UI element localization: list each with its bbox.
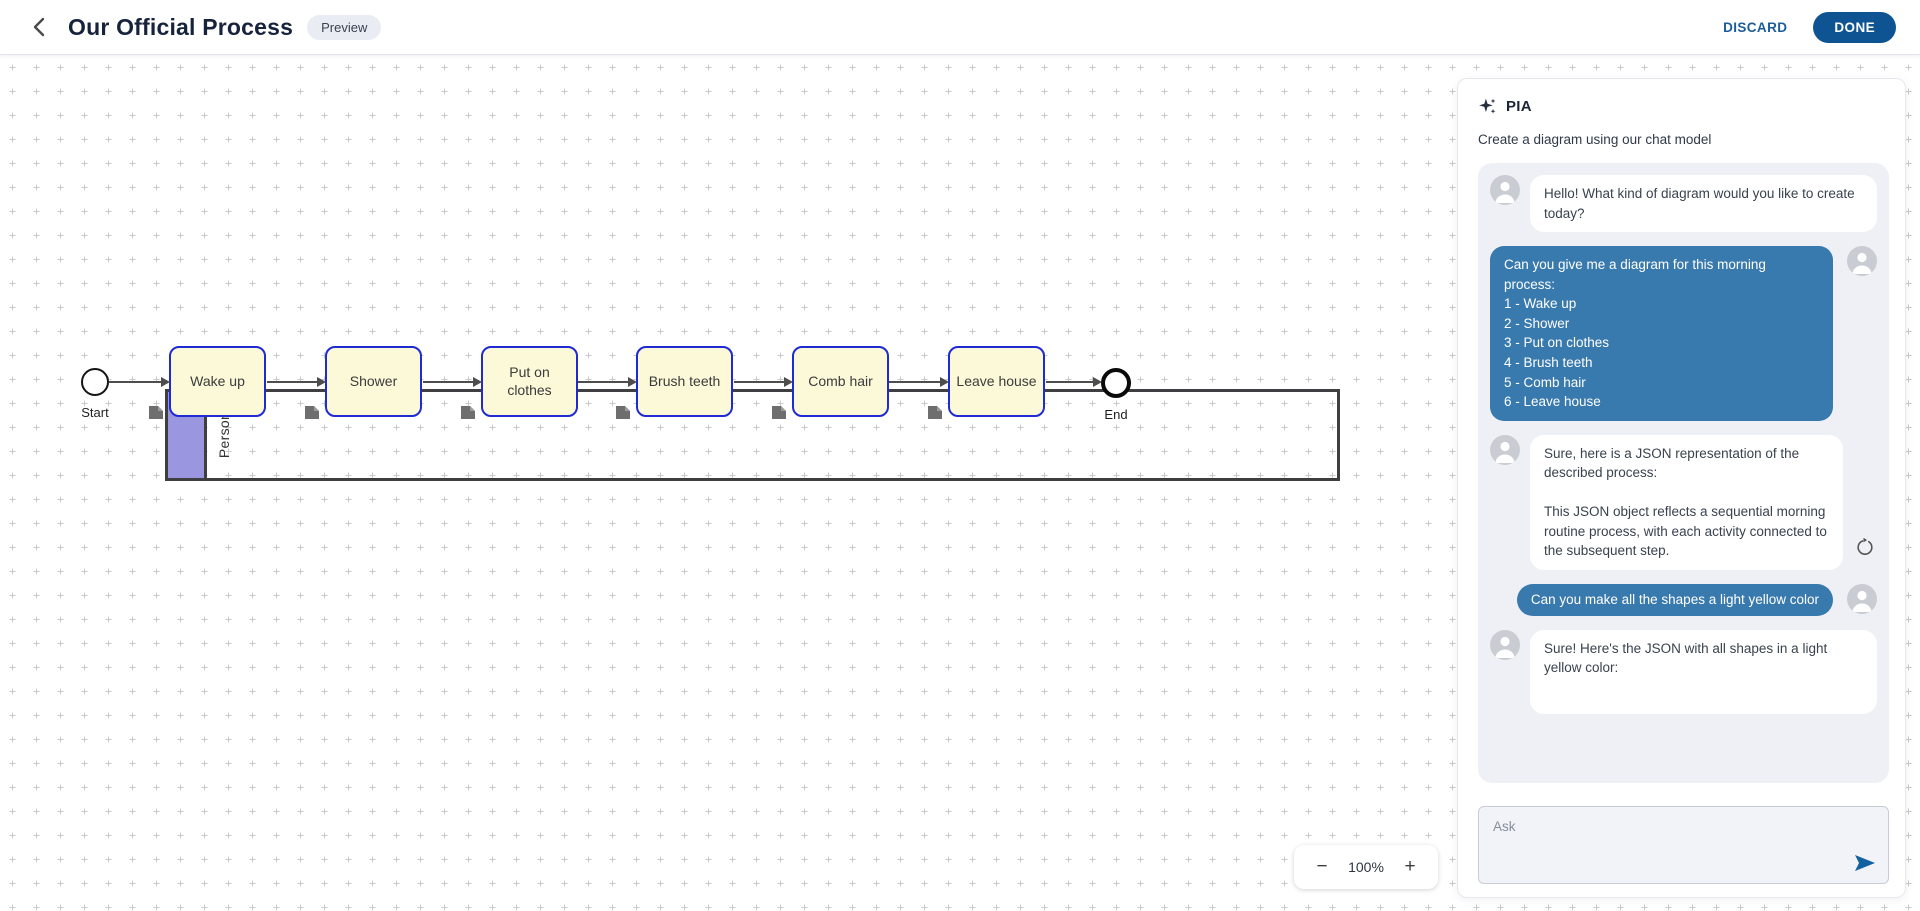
refresh-icon [1857, 537, 1873, 555]
chat-message-list[interactable]: Hello! What kind of diagram would you li… [1478, 163, 1889, 783]
person-icon [1852, 253, 1872, 275]
document-icon [616, 406, 630, 419]
sequence-flow[interactable] [889, 377, 949, 387]
chat-message-bot: Sure, here is a JSON representation of t… [1490, 434, 1877, 570]
back-button[interactable] [24, 12, 54, 42]
task-brush-teeth[interactable]: Brush teeth [636, 346, 733, 417]
zoom-out-button[interactable]: − [1310, 855, 1334, 879]
document-icon [772, 406, 786, 419]
arrowhead [784, 377, 793, 387]
arrowhead [940, 377, 949, 387]
task-put-on-clothes[interactable]: Put on clothes [481, 346, 578, 417]
arrowhead [473, 377, 482, 387]
user-avatar [1847, 246, 1877, 277]
chevron-left-icon [33, 17, 45, 37]
end-event[interactable] [1101, 368, 1131, 398]
chat-message-bot: Hello! What kind of diagram would you li… [1490, 175, 1877, 233]
task-shower[interactable]: Shower [325, 346, 422, 417]
chat-message-user: Can you give me a diagram for this morni… [1490, 246, 1877, 421]
arrowhead [628, 377, 637, 387]
ask-input[interactable] [1479, 807, 1888, 883]
document-icon [305, 406, 319, 419]
pia-header: PIA [1478, 97, 1532, 116]
arrowhead [317, 377, 326, 387]
document-icon [461, 406, 475, 419]
send-icon [1855, 855, 1875, 871]
sequence-flow[interactable] [578, 377, 637, 387]
chat-message-bot: Sure! Here's the JSON with all shapes in… [1490, 629, 1877, 714]
sequence-flow[interactable] [267, 377, 326, 387]
bot-avatar [1490, 629, 1520, 660]
bot-avatar [1490, 175, 1520, 205]
person-icon [1852, 590, 1872, 612]
start-event[interactable] [81, 368, 109, 396]
zoom-in-button[interactable]: + [1398, 855, 1422, 879]
page-title: Our Official Process [68, 13, 294, 40]
document-icon [149, 406, 163, 419]
person-icon [1495, 441, 1515, 463]
sequence-flow[interactable] [1046, 377, 1102, 387]
zoom-controls: − 100% + [1294, 845, 1438, 889]
zoom-level: 100% [1348, 859, 1384, 875]
start-event-label: Start [81, 405, 109, 420]
sequence-flow[interactable] [734, 377, 793, 387]
person-icon [1495, 181, 1515, 203]
person-icon [1495, 636, 1515, 658]
task-comb-hair[interactable]: Comb hair [792, 346, 889, 417]
send-button[interactable] [1852, 853, 1878, 875]
document-icon [928, 406, 942, 419]
message-bubble: Can you make all the shapes a light yell… [1516, 584, 1833, 616]
preview-badge: Preview [307, 14, 382, 40]
lane-label: Person [216, 411, 232, 459]
chat-input-container [1478, 806, 1889, 884]
regenerate-button[interactable] [1853, 537, 1877, 560]
message-bubble: Hello! What kind of diagram would you li… [1530, 175, 1877, 233]
task-leave-house[interactable]: Leave house [948, 346, 1045, 417]
done-button[interactable]: DONE [1813, 11, 1896, 43]
user-avatar [1847, 584, 1877, 614]
task-wake-up[interactable]: Wake up [169, 346, 266, 417]
end-event-label: End [1104, 407, 1128, 422]
chat-message-user: Can you make all the shapes a light yell… [1490, 584, 1877, 616]
assistant-subtitle: Create a diagram using our chat model [1478, 132, 1712, 147]
arrowhead [1093, 377, 1102, 387]
arrowhead [161, 377, 170, 387]
discard-button[interactable]: DISCARD [1723, 19, 1788, 35]
pia-assistant-panel: PIA Create a diagram using our chat mode… [1457, 78, 1906, 898]
assistant-name: PIA [1506, 98, 1532, 115]
top-bar: Our Official Process Preview DISCARD DON… [0, 0, 1920, 55]
message-bubble: Sure! Here's the JSON with all shapes in… [1530, 629, 1877, 714]
sparkles-icon [1479, 98, 1496, 114]
message-bubble: Can you give me a diagram for this morni… [1490, 246, 1833, 421]
bot-avatar [1490, 434, 1520, 465]
sequence-flow[interactable] [109, 377, 170, 387]
message-bubble: Sure, here is a JSON representation of t… [1530, 434, 1843, 570]
sequence-flow[interactable] [423, 377, 482, 387]
